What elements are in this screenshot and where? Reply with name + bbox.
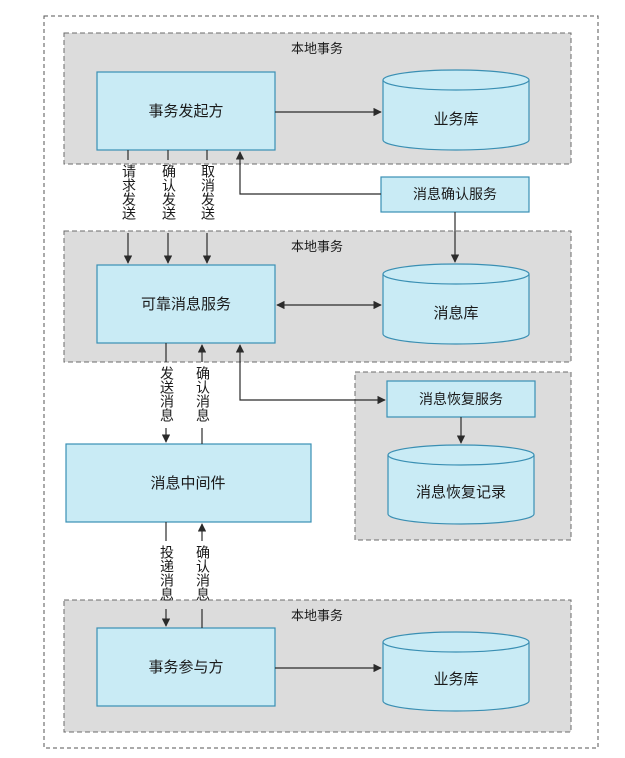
label-confirm-message-1: 确认消息 (194, 366, 210, 422)
middleware-label: 消息中间件 (150, 474, 225, 492)
reliable-service-label: 可靠消息服务 (141, 295, 231, 313)
recovery-service-box: 消息恢复服务 (386, 380, 536, 418)
participant-box: 事务参与方 (96, 627, 276, 707)
message-db-label: 消息库 (433, 304, 478, 322)
business-db-bottom-label: 业务库 (433, 670, 478, 688)
label-send-message: 发送消息 (158, 366, 174, 422)
region-bottom-label: 本地事务 (291, 608, 343, 624)
participant-label: 事务参与方 (148, 658, 223, 676)
business-db-top-label: 业务库 (433, 110, 478, 128)
label-request-send: 请求发送 (120, 164, 136, 221)
outer-frame (43, 15, 599, 749)
reliable-service-box: 可靠消息服务 (96, 264, 276, 344)
arrows (123, 107, 466, 673)
label-confirm-send: 确认发送 (160, 164, 176, 221)
arrow-recovery-service-elbow (235, 344, 386, 405)
label-cancel-send: 取消发送 (199, 164, 215, 221)
recovery-service-label: 消息恢复服务 (419, 391, 503, 408)
recovery-record-label: 消息恢复记录 (416, 483, 506, 501)
recovery-record-db: 消息恢复记录 (387, 444, 535, 525)
region-middle-label: 本地事务 (291, 239, 343, 255)
middleware-box: 消息中间件 (65, 443, 312, 523)
initiator-box: 事务发起方 (96, 71, 276, 151)
business-db-top: 业务库 (382, 69, 530, 151)
confirm-service-box: 消息确认服务 (380, 176, 530, 213)
initiator-label: 事务发起方 (148, 102, 223, 120)
message-db: 消息库 (382, 263, 530, 345)
label-confirm-message-2: 确认消息 (194, 545, 210, 601)
arrow-confirm-service-to-initiator (235, 151, 381, 195)
region-top-label: 本地事务 (291, 41, 343, 57)
business-db-bottom: 业务库 (382, 631, 530, 712)
confirm-service-label: 消息确认服务 (413, 186, 497, 203)
label-deliver-message: 投递消息 (158, 545, 174, 601)
